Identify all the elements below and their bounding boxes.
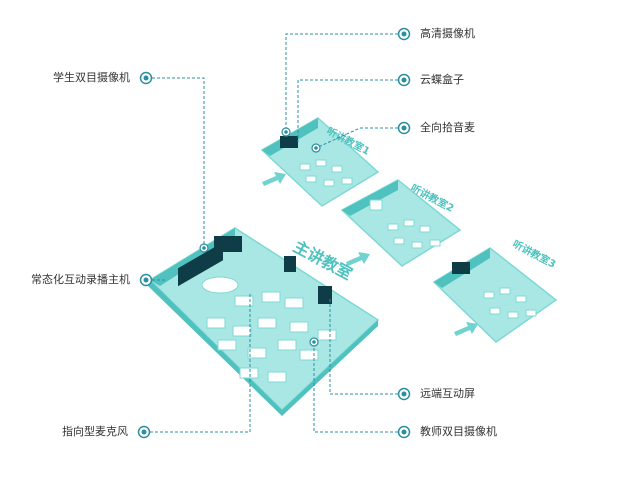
callout-dots: [137, 27, 411, 439]
desk: [234, 295, 254, 307]
arrow-to-listen1: [262, 172, 286, 186]
listen-classroom-3: 听讲教室3: [432, 237, 559, 343]
desk: [419, 225, 431, 233]
desk: [247, 347, 267, 359]
label-recording-host: 常态化互动录播主机: [31, 273, 130, 286]
dot-hd-camera: [397, 27, 411, 41]
arrow-to-listen2: [346, 252, 370, 266]
listen1-screen: [280, 136, 298, 148]
label-cloud-box: 云蝶盒子: [420, 73, 464, 86]
dot-teacher-camera: [397, 425, 411, 439]
desk: [525, 309, 537, 317]
desk: [239, 367, 259, 379]
desk: [393, 237, 405, 245]
main-room-screen-2: [214, 236, 242, 252]
desk: [317, 329, 337, 341]
dot-student-camera: [139, 71, 153, 85]
callout-line-directional-mic: [150, 292, 251, 433]
callout-line-cloud-box: [297, 79, 398, 142]
dot-remote-screen: [397, 387, 411, 401]
desk: [341, 177, 353, 185]
device-dot-teacher-camera: [309, 337, 319, 347]
desk: [499, 287, 511, 295]
callout-line-remote-screen: [329, 298, 398, 395]
listen-classroom-1: 听讲教室1: [260, 117, 380, 207]
label-student-camera: 学生双目摄像机: [53, 71, 130, 84]
desk: [411, 241, 423, 249]
main-room-side-screen: [284, 256, 296, 272]
dot-cloud-box: [397, 73, 411, 87]
arrow-to-listen3: [454, 322, 478, 336]
main-room-screen-1: [178, 242, 223, 287]
desk: [284, 297, 304, 309]
main-room-wall-back: [150, 228, 235, 286]
listen2-screen: [369, 199, 383, 211]
desk: [403, 219, 415, 227]
listen3-title: 听讲教室3: [511, 237, 559, 271]
listen-classroom-2: 听讲教室2: [340, 179, 462, 267]
desk: [232, 325, 252, 337]
desk: [315, 159, 327, 167]
callout-line-student-camera: [152, 77, 205, 248]
desk: [331, 165, 343, 173]
label-directional-mic: 指向型麦克风: [62, 425, 128, 438]
callout-line-omni-mic: [315, 127, 398, 149]
desk: [483, 291, 495, 299]
dot-directional-mic: [137, 425, 151, 439]
desk: [261, 291, 281, 303]
main-room-wall-right: [282, 320, 378, 416]
flow-arrows: [262, 172, 478, 336]
desk: [267, 371, 287, 383]
main-room-podium: [201, 276, 239, 294]
main-room-remote-screen: [318, 286, 332, 304]
label-teacher-camera: 教师双目摄像机: [420, 425, 497, 438]
desk: [289, 321, 309, 333]
desk: [217, 339, 237, 351]
callout-line-hd-camera: [285, 33, 398, 130]
dot-recording-host: [139, 273, 153, 287]
desk: [277, 339, 297, 351]
desk: [507, 311, 519, 319]
label-remote-screen: 远端互动屏: [420, 387, 475, 400]
desk: [299, 163, 311, 171]
label-omni-mic: 全向拾音麦: [420, 121, 475, 134]
desk: [323, 179, 335, 187]
desk: [299, 349, 319, 361]
callout-line-teacher-camera: [313, 342, 398, 433]
desk: [489, 307, 501, 315]
listen3-screen: [452, 262, 470, 274]
desk: [257, 317, 277, 329]
desk: [429, 239, 441, 247]
main-classroom: 主讲教室: [148, 227, 380, 416]
desk: [305, 175, 317, 183]
callout-lines: [150, 33, 398, 433]
desk: [515, 295, 527, 303]
label-hd-camera: 高清摄像机: [420, 27, 475, 40]
dot-omni-mic: [397, 121, 411, 135]
main-room-wall-left: [148, 280, 282, 416]
device-dot-omni-mic: [311, 143, 321, 153]
listen2-wall-back: [342, 180, 398, 216]
desk: [387, 223, 399, 231]
device-dot-student-camera: [199, 243, 209, 253]
device-dot-hd-camera: [281, 127, 291, 137]
desk: [206, 317, 226, 329]
